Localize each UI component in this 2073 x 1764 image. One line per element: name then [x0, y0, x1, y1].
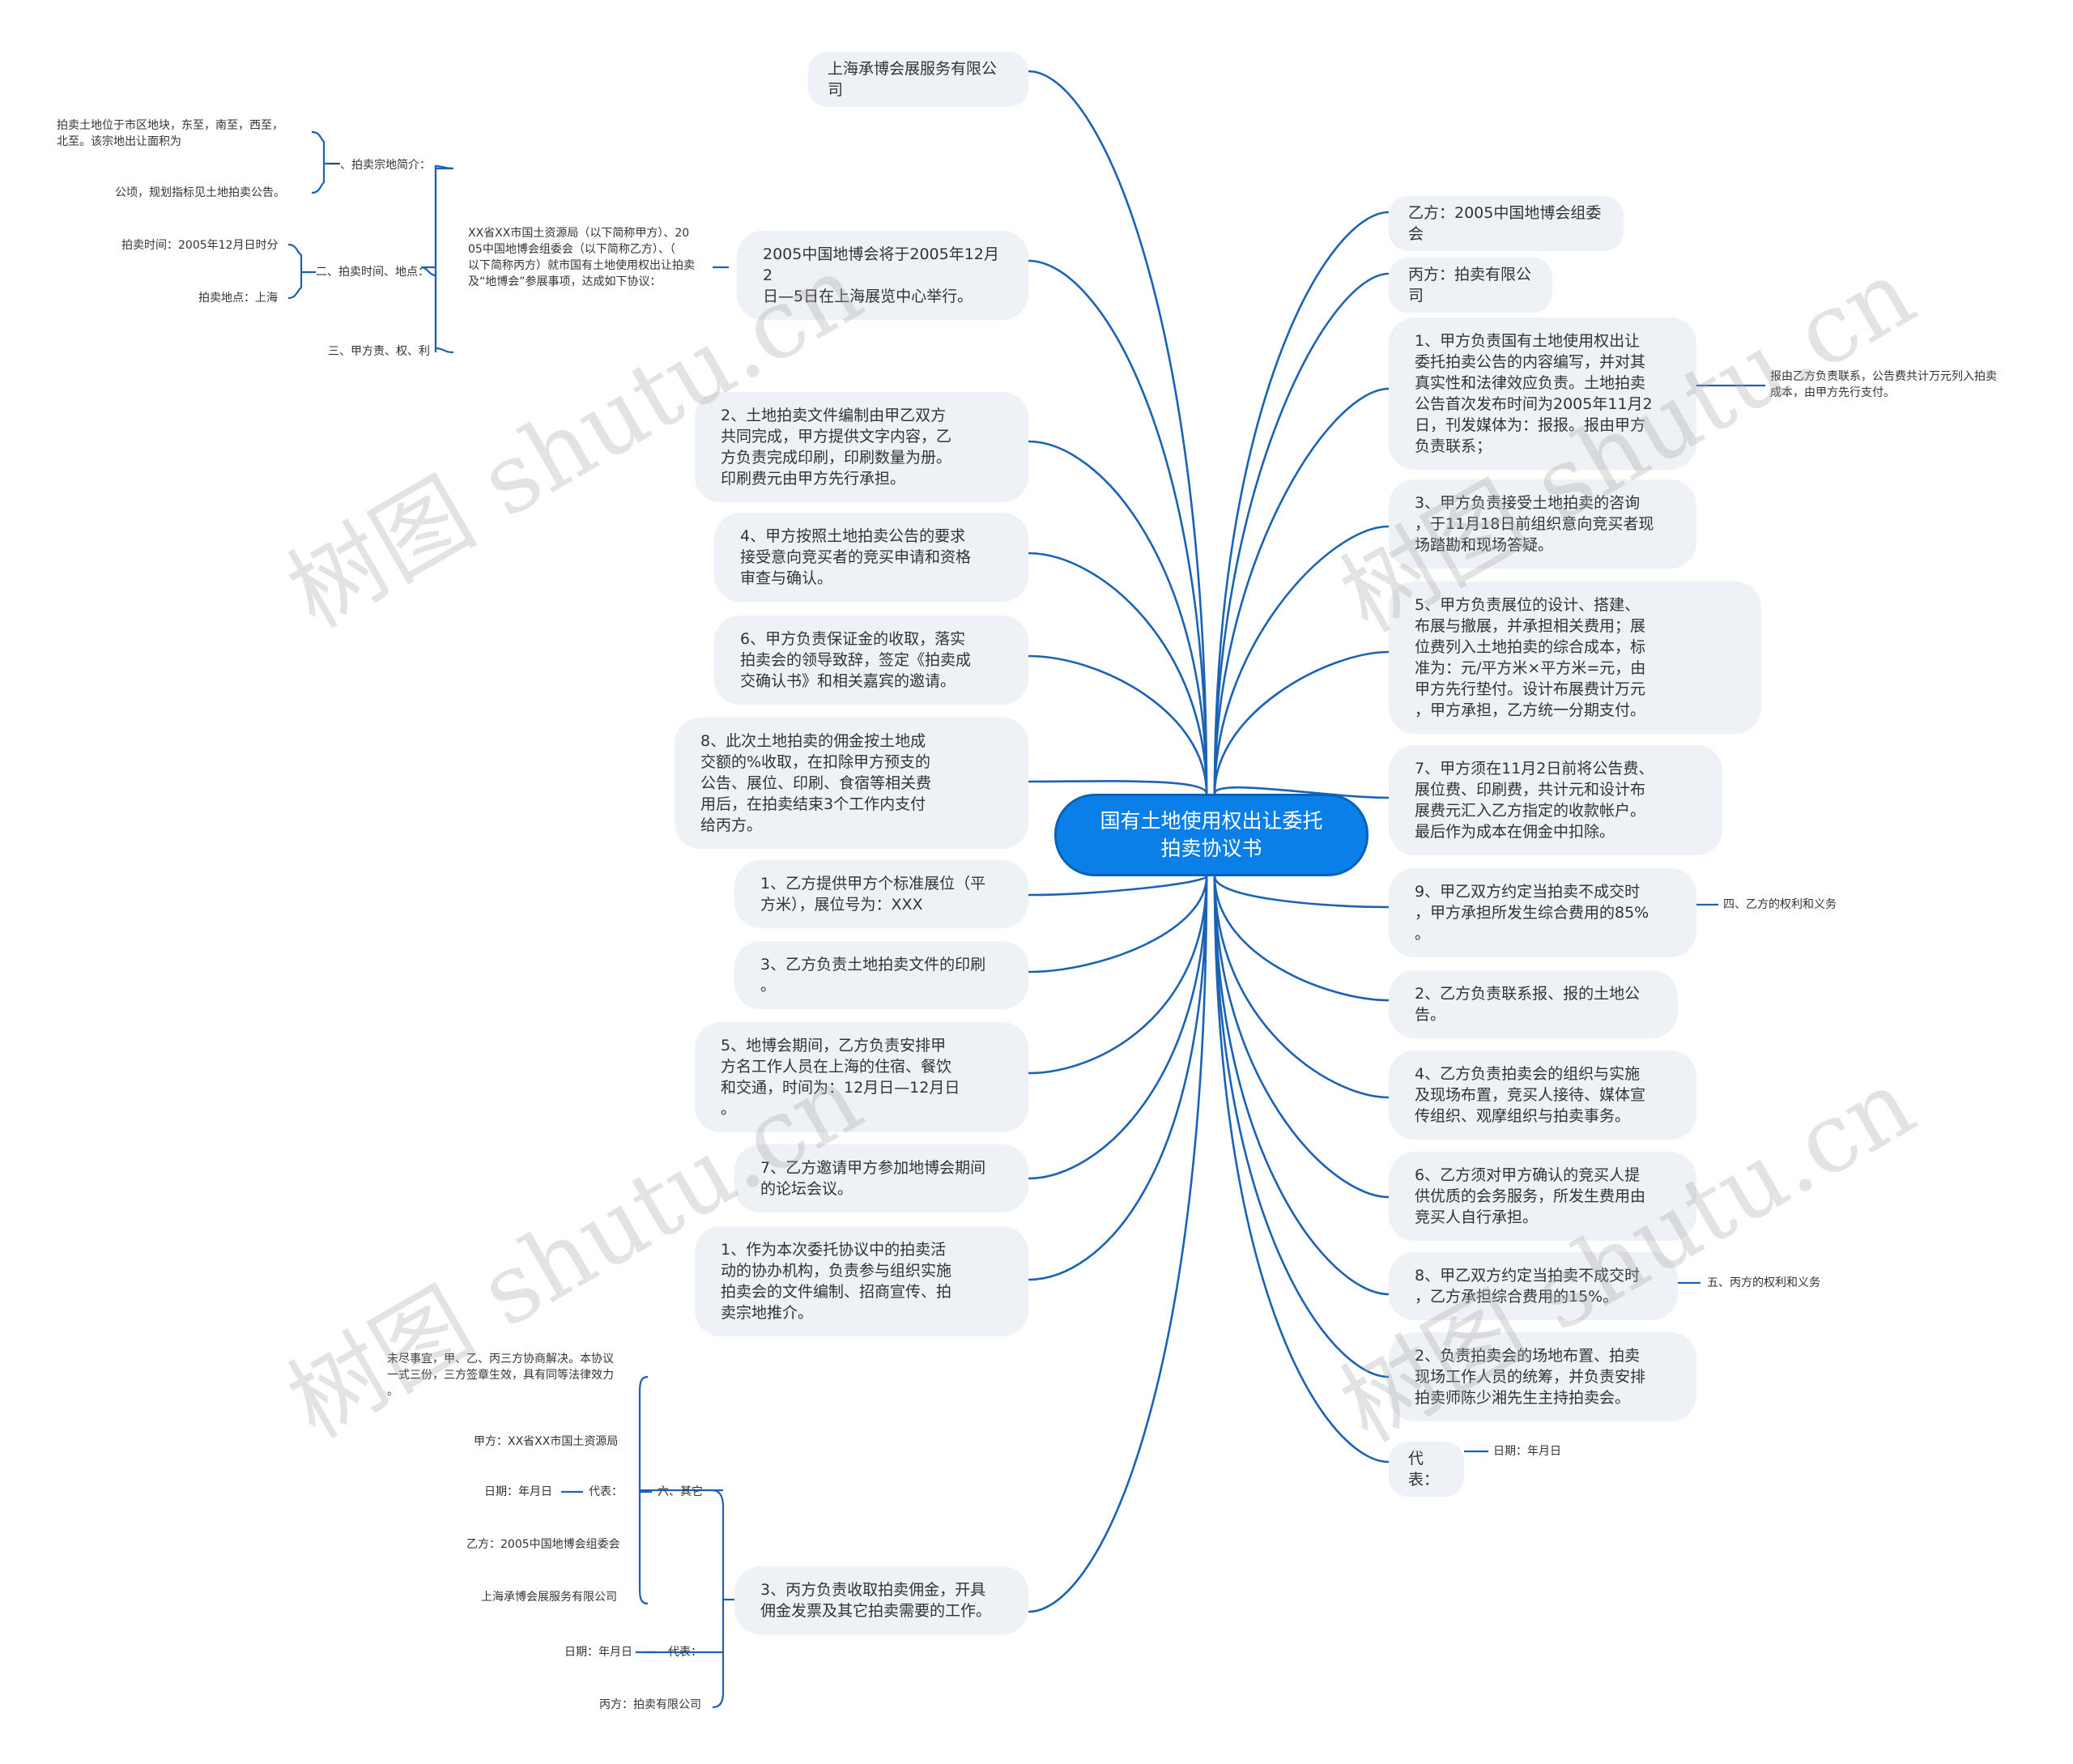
- node-yi-5[interactable]: 5、地博会期间，乙方负责安排甲 方名工作人员在上海的住宿、餐饮 和交通，时间为：…: [695, 1022, 1028, 1132]
- node-r-jia-3[interactable]: 3、甲方负责接受土地拍卖的咨询 ，于11月18日前组织意向竞买者现 场踏勘和现场…: [1389, 479, 1696, 569]
- node-r-jia-7[interactable]: 7、甲方须在11月2日前将公告费、 展位费、印刷费，共计元和设计布 展费元汇入乙…: [1389, 745, 1722, 855]
- root-topic[interactable]: 国有土地使用权出让委托 拍卖协议书: [1054, 794, 1369, 876]
- node-r-yi-2[interactable]: 2、乙方负责联系报、报的土地公 告。: [1389, 970, 1678, 1038]
- node-jia-8[interactable]: 8、此次土地拍卖的佣金按土地成 交额的%收取，在扣除甲方预支的 公告、展位、印刷…: [675, 718, 1028, 849]
- sec2-a[interactable]: 拍卖时间：2005年12月日时分: [121, 239, 279, 252]
- node-bing-1[interactable]: 1、作为本次委托协议中的拍卖活 动的协办机构，负责参与组织实施 拍卖会的文件编制…: [695, 1226, 1028, 1336]
- sec1-a[interactable]: 拍卖土地位于市区地块，东至，南至，西至， 北至。该宗地出让面积为: [57, 119, 283, 148]
- node-r-rep[interactable]: 代表：: [1389, 1442, 1464, 1497]
- node-r-bing-2[interactable]: 2、负责拍卖会的场地布置、拍卖 现场工作人员的统筹，并负责安排 拍卖师陈少湘先生…: [1389, 1332, 1696, 1421]
- node-r-yi-8[interactable]: 8、甲乙双方约定当拍卖不成交时 ，乙方承担综合费用的15%。: [1389, 1252, 1678, 1320]
- node-r-jia-9[interactable]: 9、甲乙双方约定当拍卖不成交时 ，甲方承担所发生综合费用的85% 。: [1389, 868, 1696, 957]
- node-r-yi-4[interactable]: 4、乙方负责拍卖会的组织与实施 及现场布置，竞买人接待、媒体宣 传组织、观摩组织…: [1389, 1050, 1696, 1140]
- node-bing-3[interactable]: 3、丙方负责收取拍卖佣金，开具 佣金发票及其它拍卖需要的工作。: [734, 1566, 1028, 1634]
- other-5[interactable]: 上海承博会展服务有限公司: [481, 1591, 617, 1604]
- node-r-yi-6[interactable]: 6、乙方须对甲方确认的竞买人提 供优质的会务服务，所发生费用由 竞买人自行承担。: [1389, 1152, 1696, 1241]
- node-r-jia-5[interactable]: 5、甲方负责展位的设计、搭建、 布展与撤展，并承担相关费用；展 位费列入土地拍卖…: [1389, 582, 1761, 734]
- node-yi-3[interactable]: 3、乙方负责土地拍卖文件的印刷 。: [734, 941, 1028, 1009]
- sec1-b[interactable]: 公顷，规划指标见土地拍卖公告。: [115, 186, 285, 199]
- note-r-yi-8[interactable]: 五、丙方的权利和义务: [1707, 1276, 1820, 1289]
- other-2[interactable]: 甲方：XX省XX市国土资源局: [474, 1435, 619, 1448]
- other-4[interactable]: 乙方：2005中国地博会组委会: [466, 1538, 620, 1551]
- other-3-rep[interactable]: 代表：: [589, 1485, 623, 1498]
- node-company[interactable]: 上海承博会展服务有限公司: [808, 52, 1028, 107]
- other-1[interactable]: 未尽事宜，甲、乙、丙三方协商解决。本协议 一式三份，三方签章生效，具有同等法律效…: [387, 1353, 614, 1398]
- bing3-rep[interactable]: 代表：: [668, 1646, 702, 1659]
- node-bing-party[interactable]: 丙方：拍卖有限公司: [1389, 258, 1552, 313]
- bing3-date[interactable]: 日期：年月日: [564, 1646, 632, 1659]
- other-3-date[interactable]: 日期：年月日: [484, 1485, 552, 1498]
- sec3-label[interactable]: 三、甲方责、权、利: [328, 345, 430, 358]
- sec2-label[interactable]: 二、拍卖时间、地点：: [316, 266, 429, 279]
- expo-sub-text[interactable]: XX省XX市国土资源局（以下简称甲方）、20 05中国地博会组委会（以下简称乙方…: [468, 227, 695, 288]
- note-r-rep-date[interactable]: 日期：年月日: [1493, 1445, 1561, 1458]
- other-label[interactable]: 六、其它: [658, 1485, 703, 1498]
- node-yi-7[interactable]: 7、乙方邀请甲方参加地博会期间 的论坛会议。: [734, 1144, 1028, 1212]
- node-yi-1[interactable]: 1、乙方提供甲方个标准展位（平 方米），展位号为：XXX: [734, 860, 1028, 928]
- node-r-jia-1[interactable]: 1、甲方负责国有土地使用权出让 委托拍卖公告的内容编写，并对其 真实性和法律效应…: [1389, 317, 1696, 470]
- note-r-jia-1[interactable]: 报由乙方负责联系，公告费共计万元列入拍卖 成本，由甲方先行支付。: [1770, 370, 1997, 399]
- node-jia-6[interactable]: 6、甲方负责保证金的收取，落实 拍卖会的领导致辞，签定《拍卖成 交确认书》和相关…: [714, 616, 1028, 705]
- node-jia-4[interactable]: 4、甲方按照土地拍卖公告的要求 接受意向竞买者的竞买申请和资格 审查与确认。: [714, 513, 1028, 602]
- node-expo[interactable]: 2005中国地博会将于2005年12月2 日—5日在上海展览中心举行。: [737, 231, 1028, 320]
- note-r-jia-9[interactable]: 四、乙方的权利和义务: [1723, 898, 1837, 911]
- sec2-b[interactable]: 拍卖地点：上海: [198, 292, 278, 305]
- sec1-label[interactable]: 一、拍卖宗地简介：: [329, 159, 431, 172]
- bing3-bing[interactable]: 丙方：拍卖有限公司: [599, 1698, 701, 1711]
- node-yi-party[interactable]: 乙方：2005中国地博会组委会: [1389, 196, 1624, 251]
- node-jia-2[interactable]: 2、土地拍卖文件编制由甲乙双方 共同完成，甲方提供文字内容，乙 方负责完成印刷，…: [695, 392, 1028, 502]
